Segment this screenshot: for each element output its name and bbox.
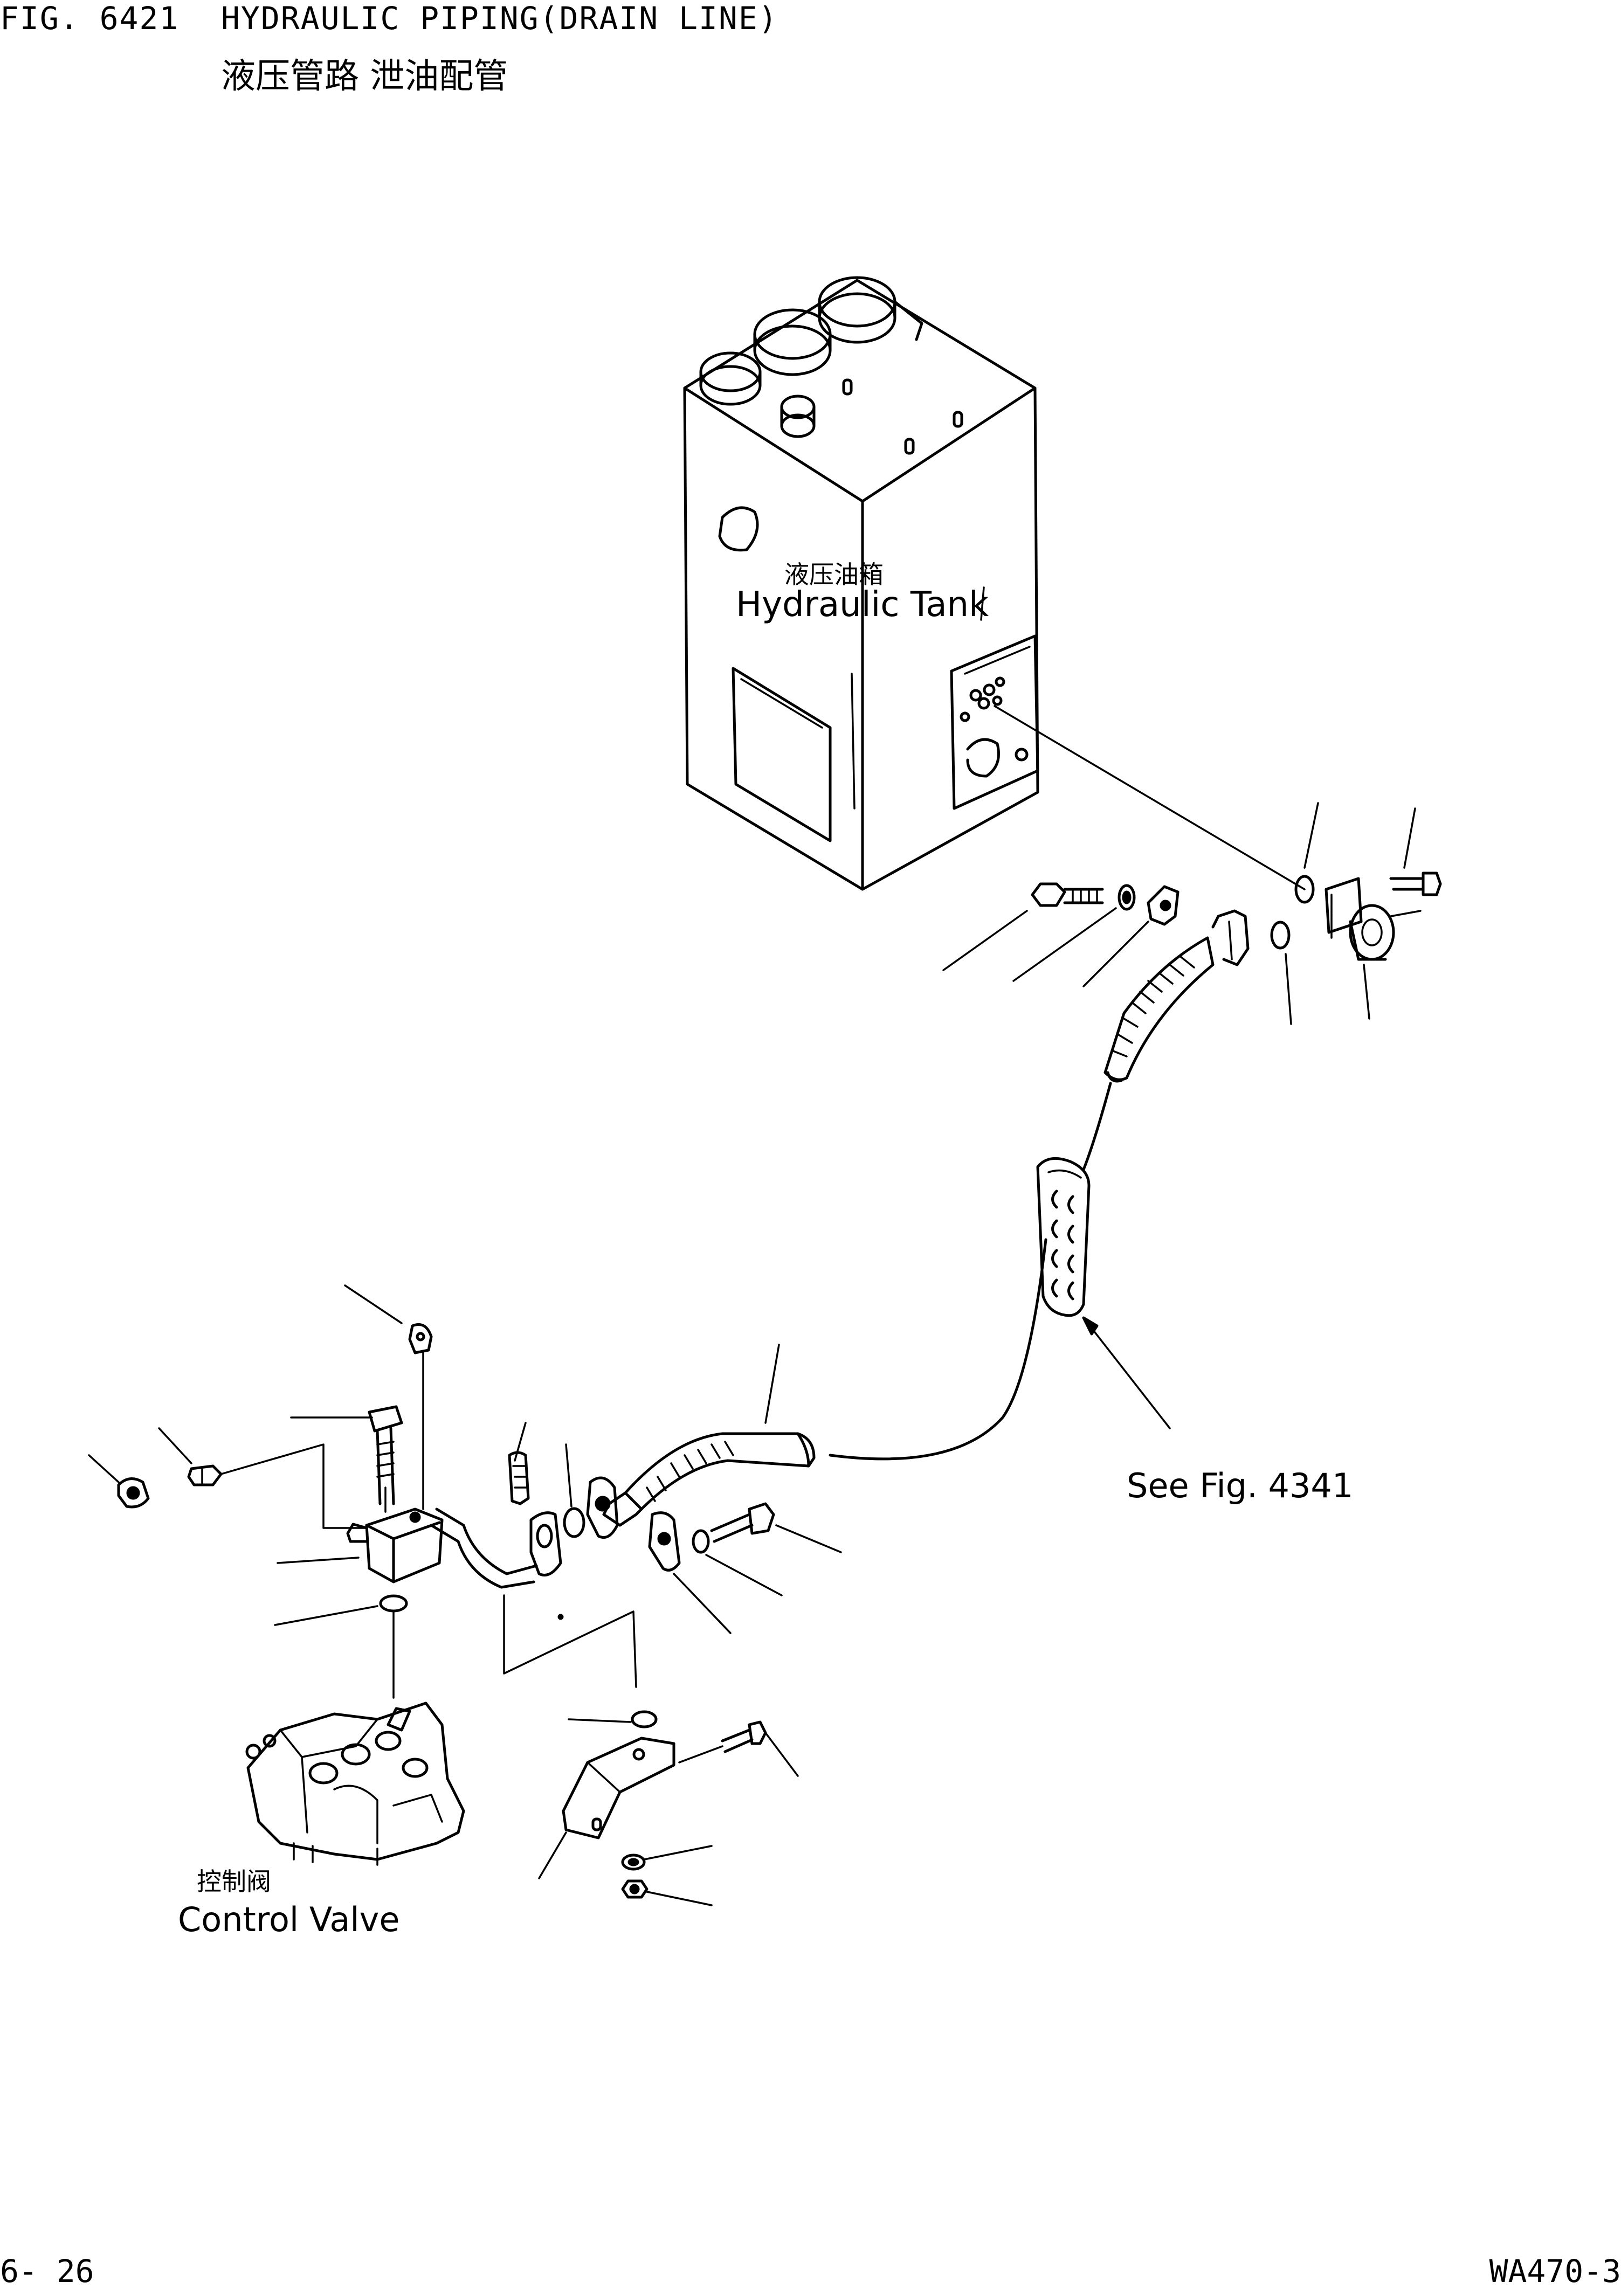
lower-clamp-hardware bbox=[648, 1502, 842, 1634]
drain-line-hose bbox=[829, 1238, 1047, 1461]
hydraulic-tank bbox=[683, 276, 1039, 891]
lower-flange-group bbox=[514, 1422, 619, 1576]
lower-drain-hose bbox=[602, 1344, 816, 1527]
figure-title-cn: 液压管路 泄油配管 bbox=[221, 57, 508, 96]
control-valve-label: Control Valve bbox=[178, 1900, 400, 1939]
left-plugs bbox=[88, 1427, 368, 1529]
elbow-pipe bbox=[430, 1507, 538, 1589]
figure-number: FIG. 6421 bbox=[0, 0, 180, 37]
upper-drain-hose bbox=[1082, 936, 1215, 1171]
multi-hole-clamp bbox=[1036, 1157, 1171, 1429]
control-valve bbox=[245, 1702, 465, 1866]
block-bolt bbox=[290, 1405, 403, 1513]
pipe-bracket bbox=[503, 1594, 799, 1906]
hose-end-hardware bbox=[942, 882, 1250, 987]
page-number: 6- 26 bbox=[0, 2253, 94, 2290]
top-elbow-fitting bbox=[344, 1284, 433, 1510]
u-spacer bbox=[508, 1451, 530, 1505]
see-figure-reference: See Fig. 4341 bbox=[1127, 1466, 1354, 1505]
figure-title: HYDRAULIC PIPING(DRAIN LINE) bbox=[221, 0, 778, 37]
hydraulic-tank-label-cn: 液压油箱 bbox=[784, 560, 884, 589]
tank-flange-group bbox=[1270, 802, 1442, 1025]
hydraulic-tank-label: Hydraulic Tank bbox=[736, 585, 989, 625]
drain-block bbox=[274, 1507, 444, 1699]
model-number: WA470-3 bbox=[1489, 2253, 1621, 2290]
control-valve-label-cn: 控制阀 bbox=[197, 1867, 271, 1896]
stray-mark bbox=[557, 1614, 564, 1620]
tank-port-leader bbox=[994, 705, 1306, 890]
